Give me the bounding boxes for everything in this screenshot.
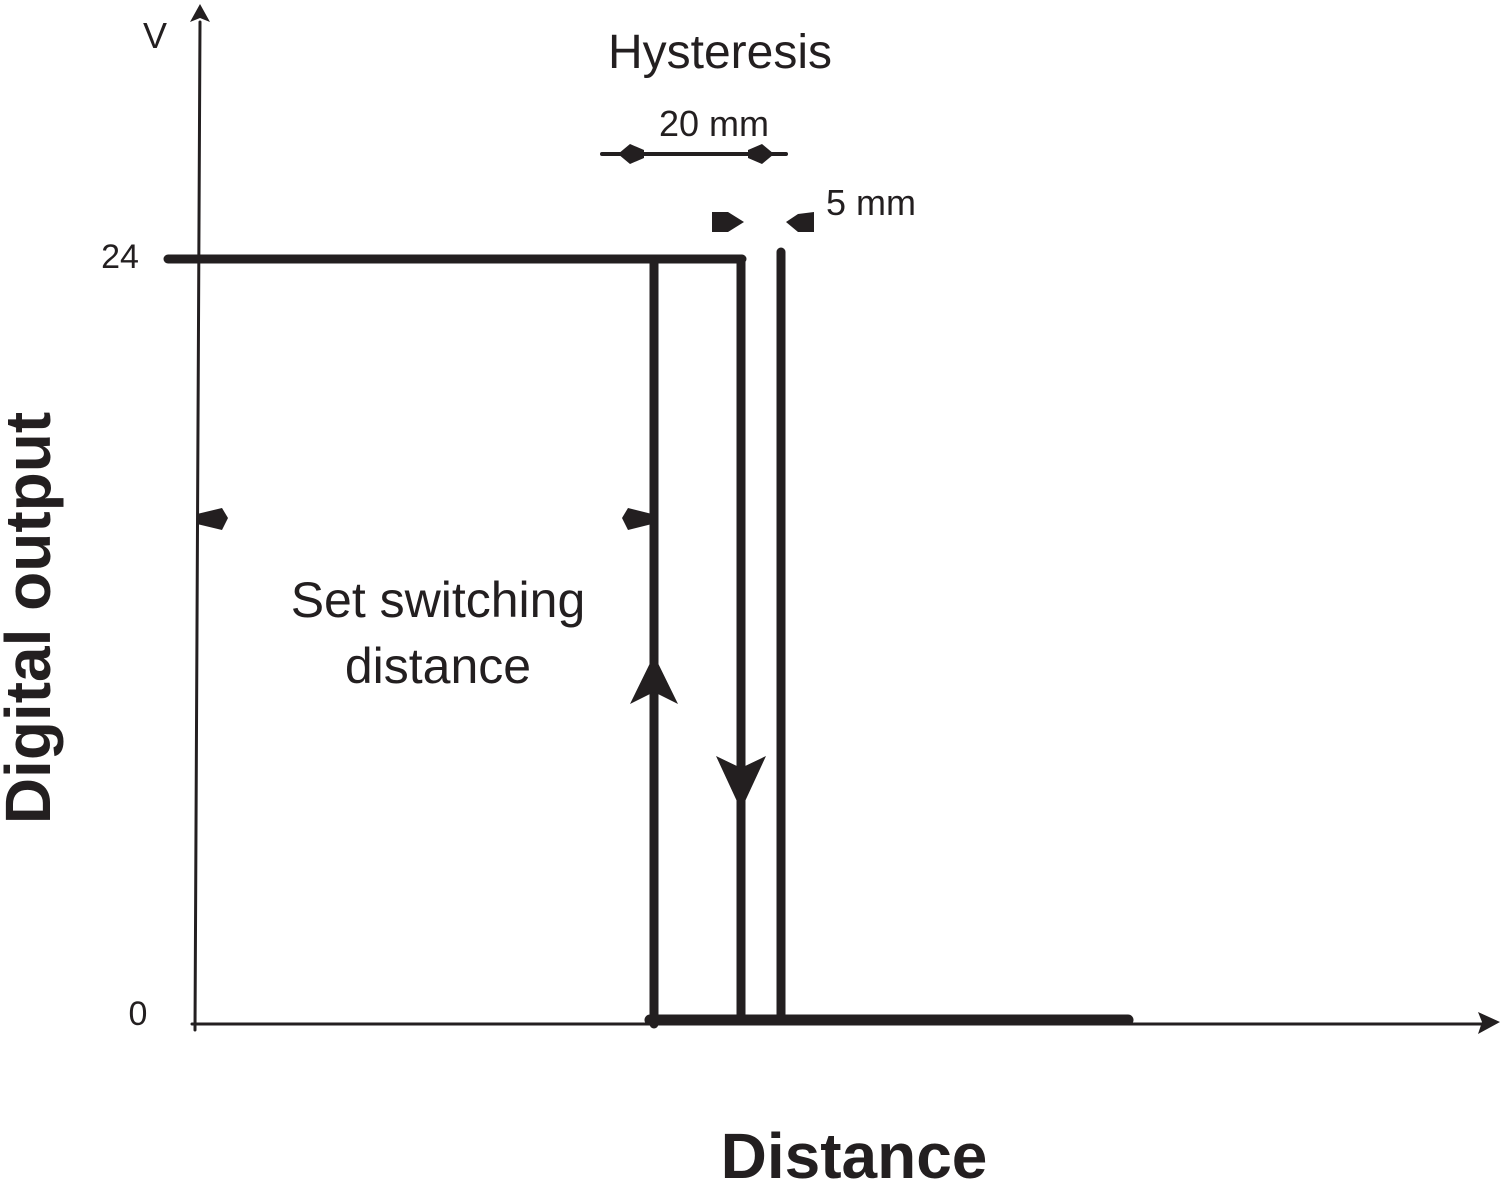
y-axis-arrowhead [190, 4, 210, 22]
down-arrow [716, 756, 766, 810]
y-tick-0: 0 [129, 995, 148, 1033]
switch-gap-label: 5 mm [826, 182, 916, 223]
hysteresis-right-mark [748, 144, 774, 164]
gap-right-mark [786, 212, 814, 232]
up-arrow [630, 655, 678, 704]
y-axis-line [193, 20, 202, 1032]
set-switching-label-line2: distance [345, 638, 531, 694]
hysteresis-width-label: 20 mm [659, 103, 769, 144]
x-axis-title: Distance [721, 1120, 988, 1181]
y-axis-marker [197, 508, 228, 530]
set-switching-label-line1: Set switching [291, 572, 586, 628]
hysteresis-left-mark [618, 144, 644, 164]
gap-left-mark [712, 212, 744, 232]
diagram-title: Hysteresis [608, 26, 832, 79]
x-axis-arrowhead [1478, 1012, 1500, 1034]
y-tick-24: 24 [101, 238, 139, 276]
rising-edge-marker [622, 508, 652, 530]
y-unit-label: V [143, 15, 167, 56]
y-axis-title: Digital output [0, 412, 64, 824]
